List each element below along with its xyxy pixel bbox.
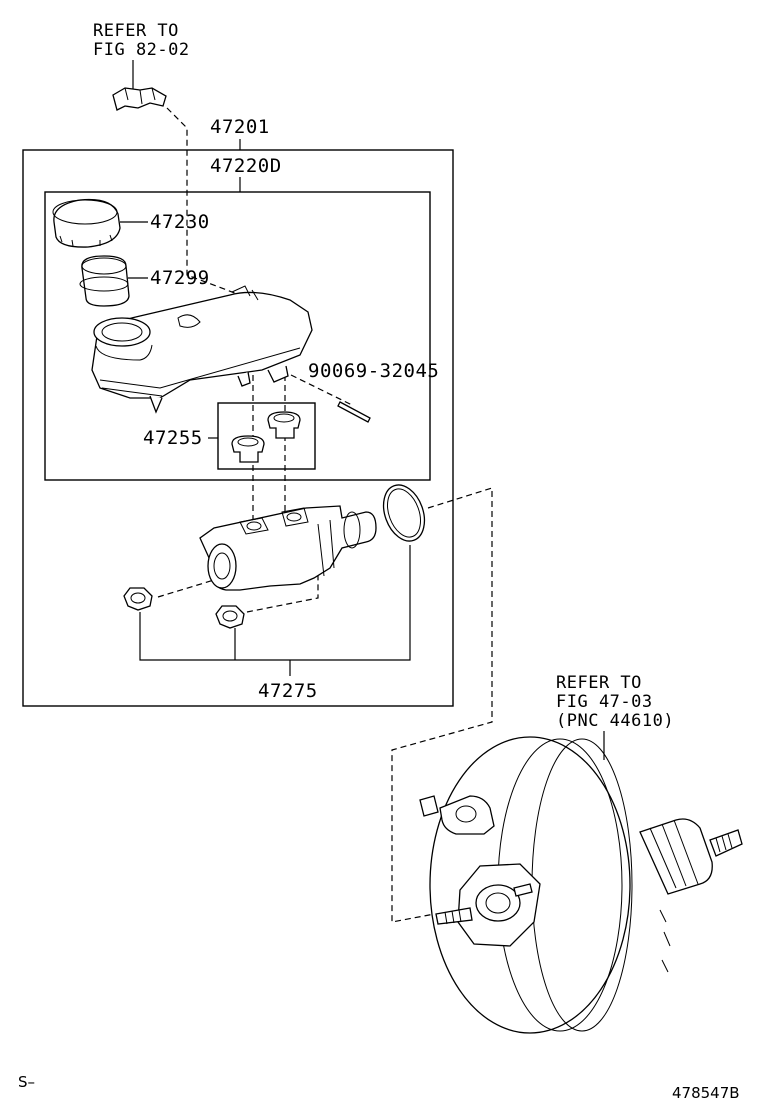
reservoir-tank-icon[interactable] <box>91 285 313 414</box>
part-number-47201[interactable]: 47201 <box>210 116 270 138</box>
corner-code-left: S– <box>18 1073 35 1091</box>
grommet-box-47255 <box>217 402 316 470</box>
refer-82-line1: REFER TO <box>93 21 179 41</box>
nut-icon[interactable] <box>123 587 245 629</box>
part-number-47275[interactable]: 47275 <box>258 680 318 702</box>
assembly-box-47201 <box>22 149 454 707</box>
grommet-icon[interactable] <box>231 411 301 463</box>
refer-47-line1: REFER TO <box>556 673 642 693</box>
spring-pin-icon[interactable] <box>337 401 371 423</box>
brake-booster-icon[interactable] <box>419 736 743 1034</box>
reservoir-cap-icon[interactable] <box>52 198 121 248</box>
master-cylinder-icon[interactable] <box>199 505 377 591</box>
strainer-icon[interactable] <box>79 255 130 307</box>
o-ring-icon[interactable] <box>376 479 432 546</box>
illustration-number: 478547B <box>672 1084 740 1102</box>
reservoir-box-47220d <box>44 191 431 481</box>
refer-47-line2: FIG 47-03 <box>556 692 653 712</box>
clip-icon[interactable] <box>112 87 167 111</box>
part-number-47230[interactable]: 47230 <box>150 211 210 233</box>
part-number-47255[interactable]: 47255 <box>143 427 203 449</box>
refer-47-line3: (PNC 44610) <box>556 711 674 731</box>
part-number-47220d[interactable]: 47220D <box>210 155 282 177</box>
part-number-47299[interactable]: 47299 <box>150 267 210 289</box>
part-number-90069-32045[interactable]: 90069-32045 <box>308 360 439 382</box>
leader-lines <box>120 60 605 760</box>
refer-82-line2: FIG 82-02 <box>93 40 190 60</box>
